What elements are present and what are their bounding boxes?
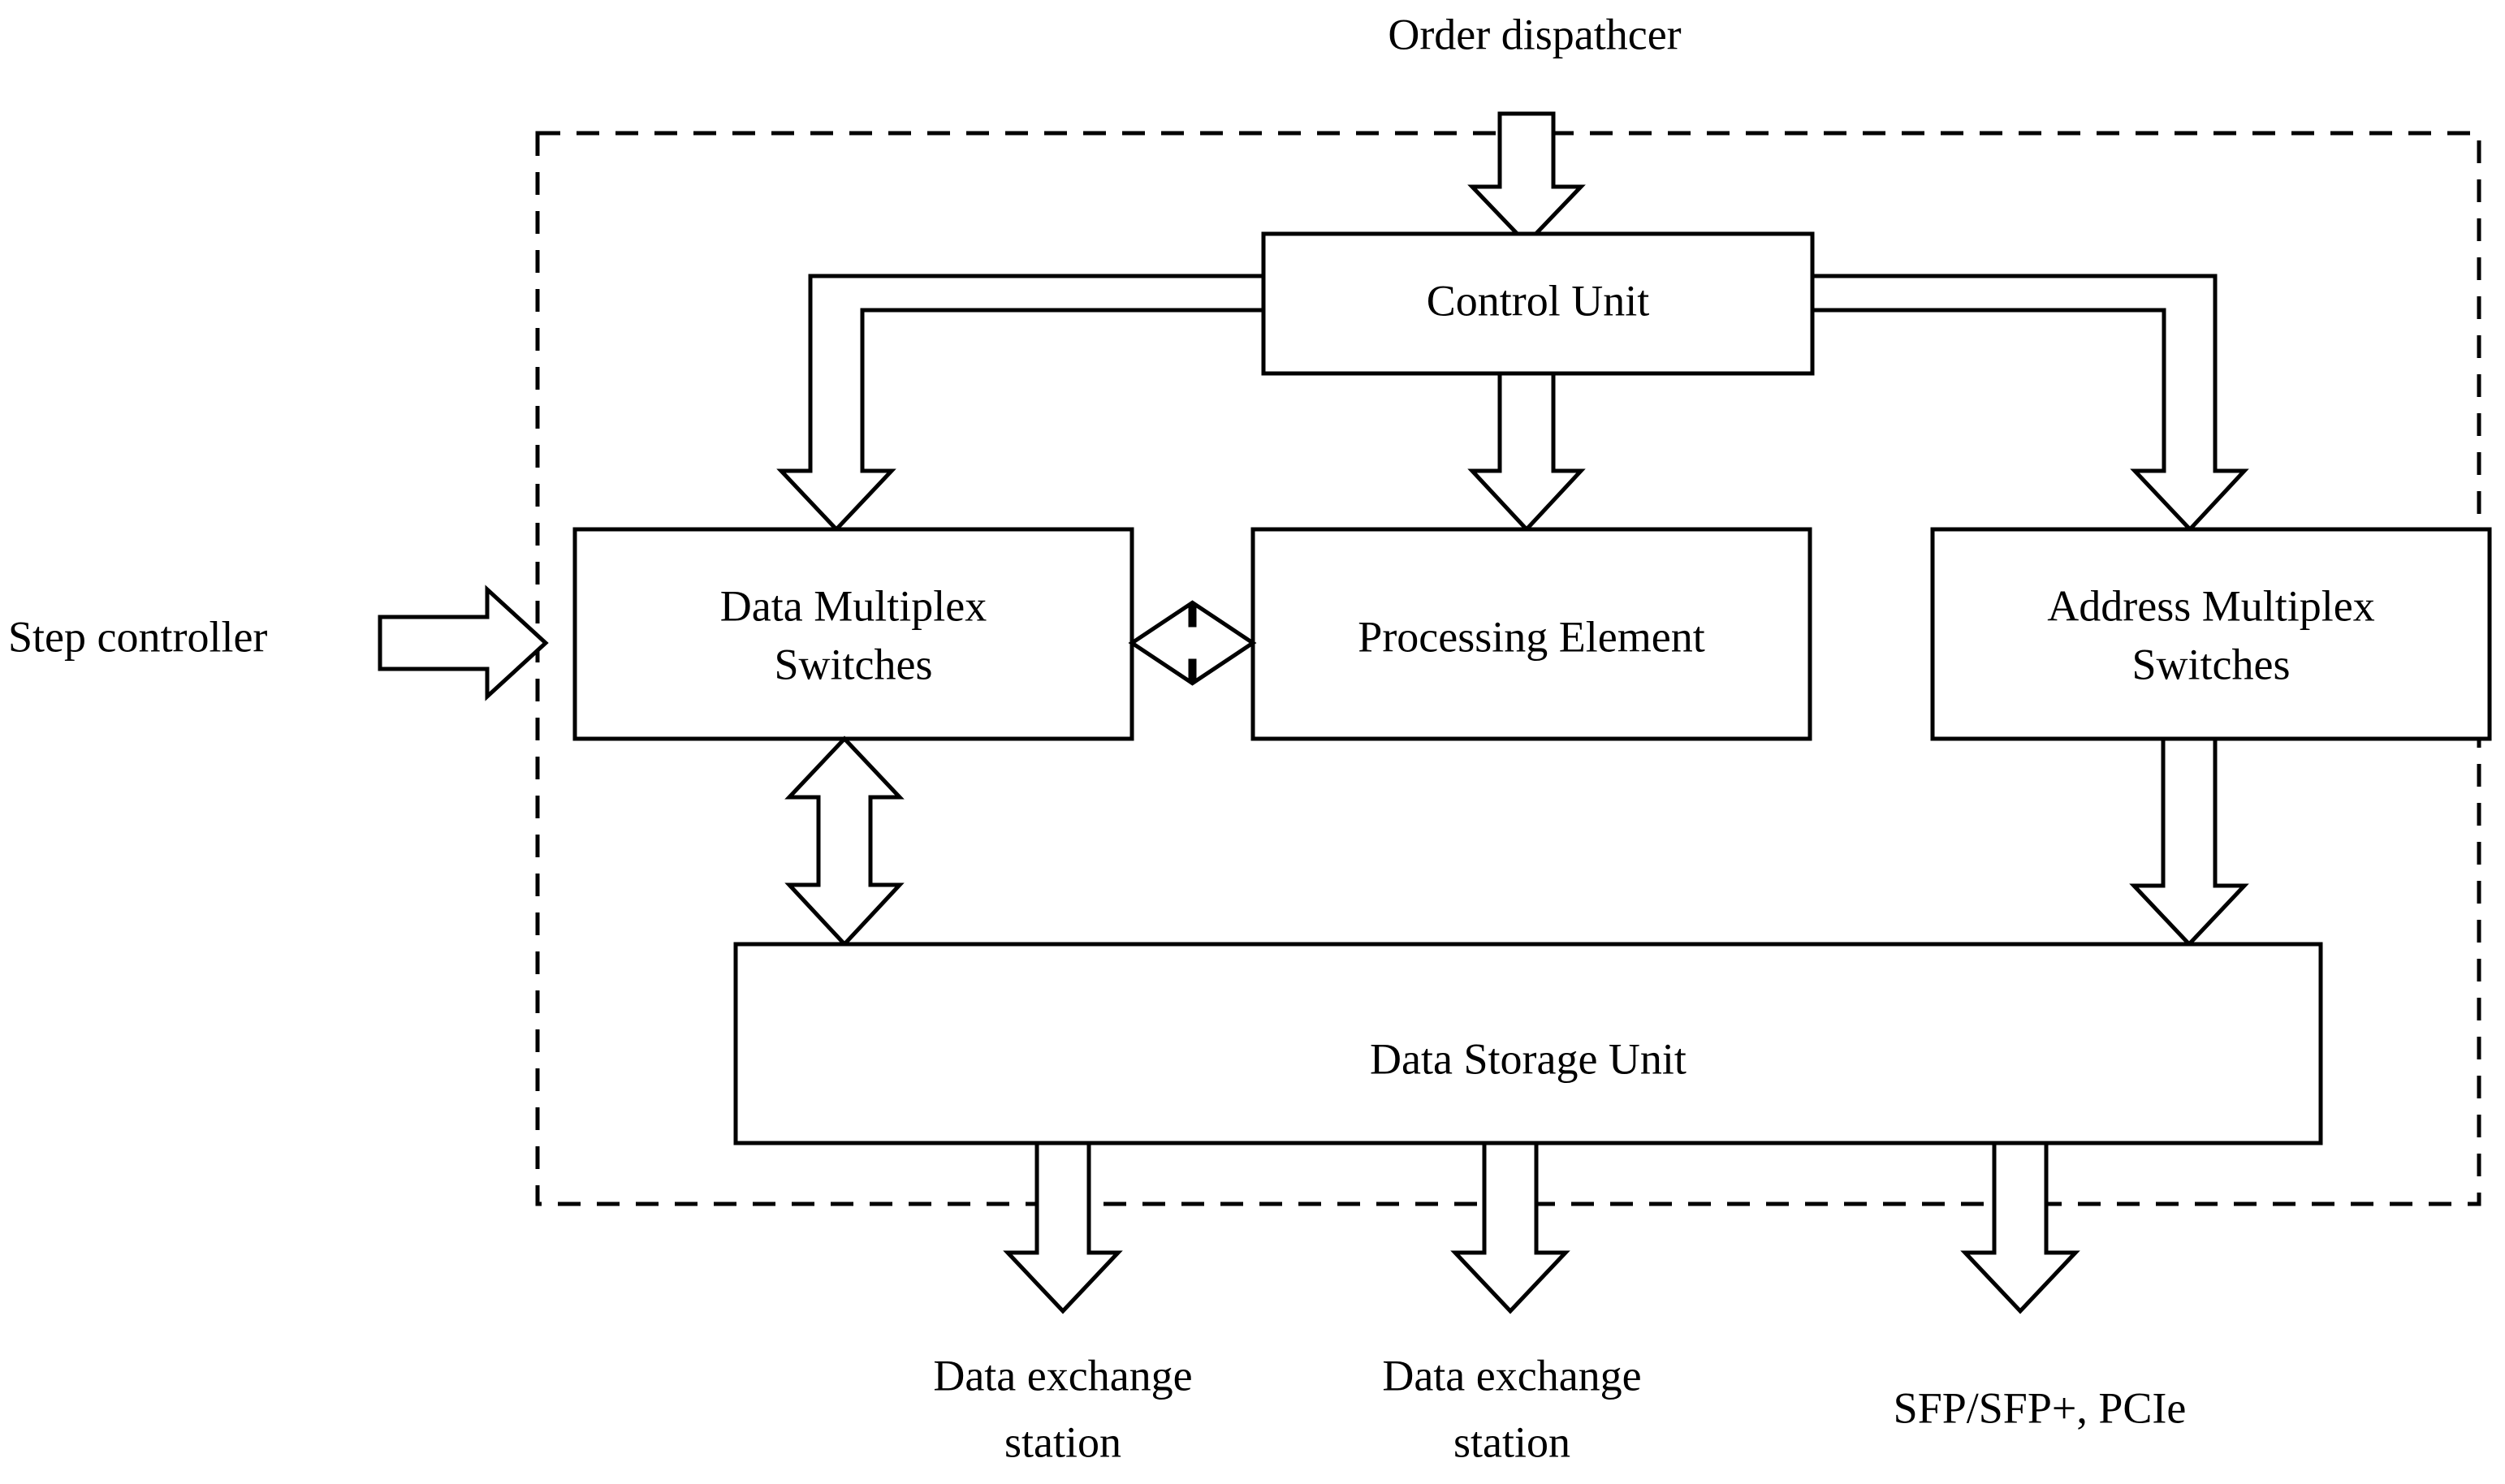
arrow-data-storage-unit-to-sfp-pcie [1960, 1141, 2080, 1314]
arrow-data-storage-unit-to-data-exchange-station-2 [1450, 1141, 1570, 1314]
block-control-unit [1261, 231, 1815, 376]
block-address-multiplex-switches [1930, 527, 2492, 741]
arrow-control-unit-to-processing-element [1467, 371, 1586, 533]
data-exchange-station-2-label-line1: Data exchange [1382, 1351, 1641, 1400]
sfp-pcie-label: SFP/SFP+, PCIe [1894, 1383, 2187, 1432]
block-data-storage-unit [733, 942, 2323, 1145]
address-multiplex-switches-label-line1: Address Multiplex [2047, 581, 2374, 630]
data-storage-unit-label: Data Storage Unit [1370, 1034, 1687, 1083]
data-exchange-station-2-label-line2: station [1453, 1417, 1570, 1466]
block-data-multiplex-switches [572, 527, 1134, 741]
data-multiplex-switches-label-line1: Data Multiplex [720, 581, 987, 630]
step-controller-label: Step controller [8, 612, 267, 661]
arrow-data-multiplex-switches-to-data-storage-unit [784, 736, 905, 947]
order-dispatcher-label: Order dispathcer [1388, 10, 1681, 58]
address-multiplex-switches-label-line2: Switches [2132, 640, 2291, 688]
arrow-control-unit-to-data-multiplex-switches [776, 274, 1266, 533]
data-exchange-station-1-label-line2: station [1004, 1417, 1121, 1466]
arrow-data-storage-unit-to-data-exchange-station-1 [1003, 1141, 1123, 1314]
arrow-control-unit-to-address-multiplex-switches [1810, 274, 2249, 533]
arrow-address-multiplex-switches-to-data-storage-unit [2129, 736, 2249, 947]
data-multiplex-switches-label-line2: Switches [775, 640, 933, 688]
arrow-data-multiplex-switches-to-processing-element [1128, 600, 1257, 686]
data-exchange-station-1-label-line1: Data exchange [933, 1351, 1192, 1400]
block-processing-element [1250, 527, 1812, 741]
processing-element-label: Processing Element [1358, 612, 1704, 661]
control-unit-label: Control Unit [1427, 276, 1650, 325]
arrow-step-controller-to-data-multiplex-switches [378, 585, 549, 701]
arrow-order-dispatcher-to-control-unit [1467, 111, 1586, 247]
